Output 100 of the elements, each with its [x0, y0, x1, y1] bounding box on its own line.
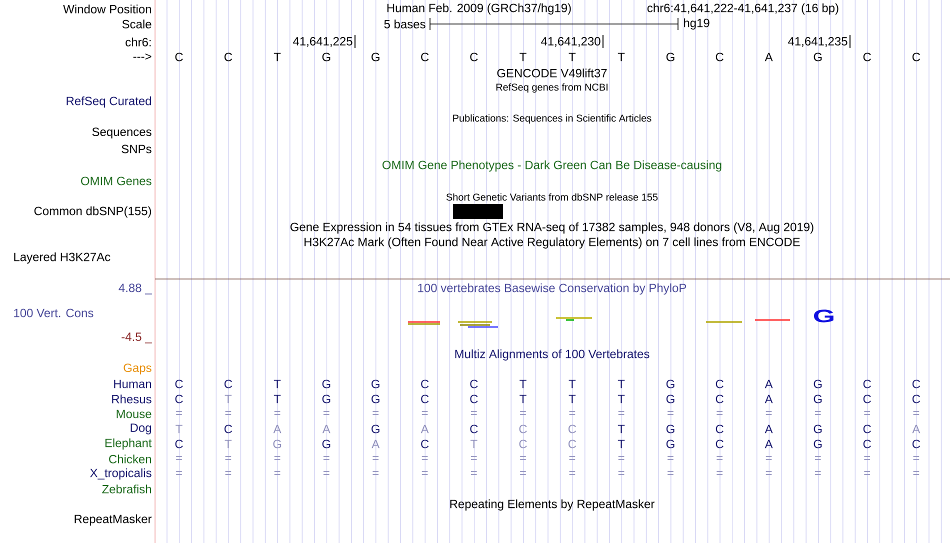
alignment-base: C — [519, 424, 527, 434]
base-letter: G — [814, 52, 822, 62]
alignment-base: = — [176, 456, 182, 460]
scale-label: hg19 — [684, 18, 710, 30]
assembly-label: Human Feb. 2009 (GRCh37/hg19) — [387, 3, 571, 15]
alignment-base: C — [716, 424, 724, 434]
track-label: Layered H3K27Ac — [14, 252, 110, 264]
alignment-base: = — [766, 471, 772, 475]
alignment-base: = — [274, 411, 280, 415]
alignment-base: T — [618, 380, 625, 388]
alignment-base: = — [569, 471, 576, 475]
alignment-base: G — [814, 380, 822, 388]
alignment-base: C — [716, 380, 724, 388]
alignment-base: = — [225, 471, 232, 475]
alignment-base: A — [372, 440, 380, 448]
alignment-base: = — [569, 411, 576, 415]
alignment-base: G — [372, 424, 380, 434]
alignment-base: = — [766, 456, 772, 460]
base-letter: A — [764, 52, 773, 62]
alignment-base: = — [422, 471, 428, 475]
base-letter: T — [274, 52, 281, 62]
alignment-base: A — [420, 424, 429, 434]
alignment-base: = — [814, 411, 821, 415]
alignment-base: = — [668, 411, 674, 415]
track-title: Short Genetic Variants from dbSNP release 155 — [446, 193, 658, 201]
species-label: Elephant — [105, 438, 152, 450]
alignment-base: = — [814, 456, 821, 460]
alignment-base: C — [421, 380, 429, 388]
axis-label: 4.88 _ — [118, 284, 152, 294]
alignment-base: T — [520, 380, 526, 388]
alignment-base: C — [175, 394, 183, 404]
alignment-base: = — [470, 471, 477, 475]
alignment-base: = — [372, 411, 379, 415]
alignment-base: C — [519, 440, 527, 448]
alignment-base: = — [864, 411, 870, 415]
base-letter: C — [863, 52, 871, 62]
coordinate-label: 41,641,235 — [788, 37, 848, 47]
track-title: 100 vertebrates Basewise Conservation by PhyloP — [418, 283, 686, 295]
base-letter: C — [470, 52, 478, 62]
alignment-base: A — [764, 380, 773, 388]
species-label: X_tropicalis — [90, 468, 152, 480]
alignment-base: T — [618, 424, 625, 434]
alignment-base: G — [666, 424, 674, 434]
alignment-base: C — [716, 440, 724, 448]
alignment-base: = — [864, 471, 870, 475]
alignment-base: T — [568, 380, 576, 388]
alignment-base: C — [568, 424, 576, 434]
alignment-base: G — [322, 380, 330, 388]
base-letter: C — [716, 52, 724, 62]
alignment-base: C — [421, 440, 429, 448]
track-label: ---> — [133, 54, 152, 60]
alignment-base: = — [372, 456, 379, 460]
alignment-base: = — [716, 471, 723, 475]
alignment-base: A — [764, 424, 773, 434]
track-label: Sequences — [92, 128, 152, 138]
alignment-base: C — [175, 440, 183, 448]
species-label: Zebrafish — [102, 484, 152, 494]
alignment-base: = — [668, 471, 674, 475]
alignment-base: G — [814, 440, 822, 448]
alignment-base: G — [666, 394, 674, 404]
coordinate-label: 41,641,225 — [293, 37, 352, 47]
base-letter: G — [322, 52, 330, 62]
alignment-base: C — [863, 394, 871, 404]
alignment-base: = — [422, 411, 428, 415]
track-label: 100 Vert. Cons — [14, 308, 94, 318]
track-label: chr6: — [126, 38, 151, 46]
alignment-base: T — [274, 394, 281, 404]
base-letter: T — [618, 52, 625, 62]
species-label: Human — [114, 380, 152, 388]
alignment-base: = — [520, 456, 526, 460]
alignment-base: = — [618, 456, 624, 460]
alignment-base: G — [273, 440, 282, 448]
alignment-base: T — [470, 440, 478, 448]
alignment-base: C — [863, 440, 871, 448]
alignment-base: G — [666, 380, 674, 388]
alignment-base: G — [814, 424, 822, 434]
alignment-base: G — [322, 394, 330, 404]
alignment-base: T — [176, 424, 182, 434]
alignment-base: = — [225, 411, 232, 415]
axis-label: -4.5 _ — [122, 332, 152, 344]
position-label: chr6:41,641,222-41,641,237 (16 bp) — [647, 3, 838, 15]
alignment-base: = — [716, 456, 723, 460]
alignment-base: = — [323, 471, 330, 475]
track-label: Gaps — [124, 364, 152, 374]
alignment-base: = — [913, 456, 920, 460]
track-subtitle: RefSeq genes from NCBI — [496, 83, 608, 93]
alignment-base: T — [274, 380, 281, 388]
species-label: Chicken — [109, 454, 152, 464]
species-label: Mouse — [116, 410, 152, 418]
alignment-base: = — [913, 411, 920, 415]
alignment-base: = — [372, 471, 379, 475]
base-letter: T — [568, 52, 576, 62]
track-label: Window Position — [63, 4, 151, 14]
track-title: Repeating Elements by RepeatMasker — [450, 499, 654, 511]
alignment-base: = — [176, 471, 182, 475]
alignment-base: = — [864, 456, 870, 460]
alignment-base: T — [618, 440, 625, 448]
alignment-base: T — [224, 394, 232, 404]
track-title: OMIM Gene Phenotypes - Dark Green Can Be Disease-causing — [382, 160, 722, 172]
alignment-base: G — [322, 440, 330, 448]
